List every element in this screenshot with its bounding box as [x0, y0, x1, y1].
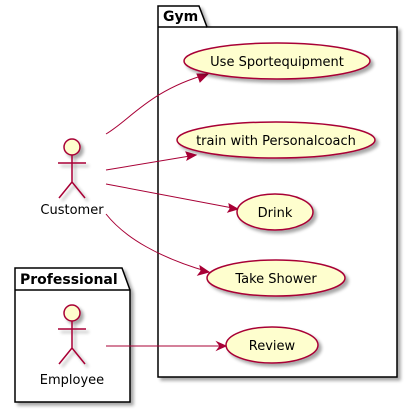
arrowheads [185, 73, 240, 352]
usecase-train-personalcoach-label: train with Personalcoach [196, 134, 356, 149]
arrowhead-personalcoach [185, 151, 198, 162]
actor-customer-head [63, 138, 81, 156]
actor-employee-label: Employee [40, 373, 104, 388]
usecase-use-sportequipment-label: Use Sportequipment [210, 55, 344, 70]
actor-customer-label: Customer [40, 203, 104, 218]
association-customer-drink [105, 183, 239, 210]
actor-customer: Customer [40, 138, 104, 218]
package-professional-label: Professional [20, 272, 118, 288]
actor-customer-body [58, 155, 86, 199]
usecase-review-label: Review [249, 339, 296, 354]
associations [105, 73, 239, 347]
arrowhead-drink [226, 203, 240, 213]
usecase-take-shower-shape [206, 259, 346, 297]
usecase-train-personalcoach-shape [176, 121, 376, 159]
usecase-take-shower-label: Take Shower [234, 272, 317, 287]
actor-employee-body [58, 321, 86, 365]
usecase-review: Review [225, 326, 319, 364]
usecase-use-sportequipment-shape [183, 42, 371, 80]
arrowhead-takeshower [196, 264, 211, 276]
association-customer-takeshower [105, 213, 210, 273]
actor-employee: Employee [40, 304, 104, 388]
actor-employee-figure [58, 304, 86, 365]
usecase-use-sportequipment: Use Sportequipment [183, 42, 371, 80]
usecase-drink: Drink [236, 193, 314, 231]
actor-employee-head [63, 304, 81, 322]
arrowhead-sportequipment [196, 73, 210, 83]
usecase-drink-label: Drink [258, 206, 293, 221]
usecase-drink-shape [236, 193, 314, 231]
association-customer-sportequipment [105, 73, 209, 135]
association-customer-personalcoach [105, 154, 197, 171]
package-gym-label: Gym [163, 9, 198, 25]
usecase-take-shower: Take Shower [206, 259, 346, 297]
usecase-review-shape [225, 326, 319, 364]
actor-customer-figure [58, 138, 86, 199]
arrowhead-review [215, 340, 228, 352]
usecase-train-personalcoach: train with Personalcoach [176, 121, 376, 159]
